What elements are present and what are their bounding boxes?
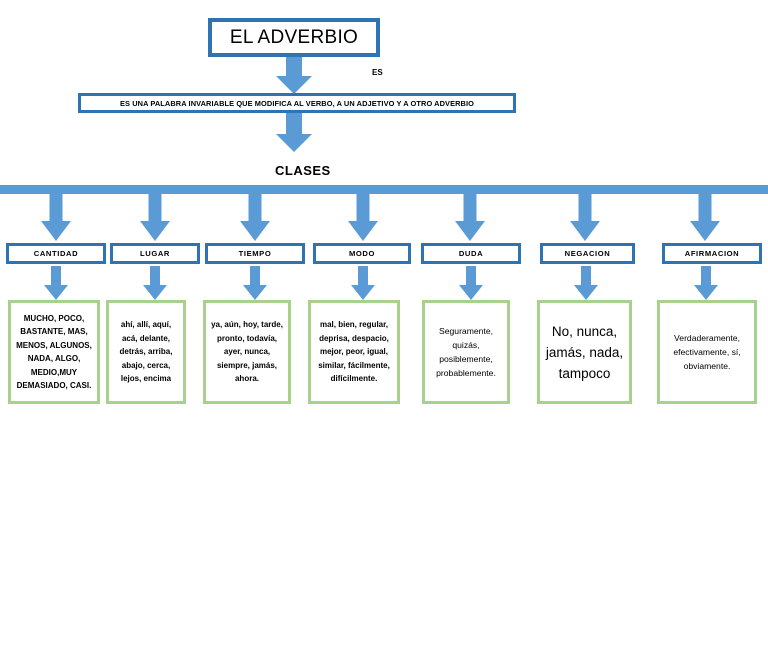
arrow-stem <box>248 193 262 222</box>
category-box-negacion[interactable]: NEGACION <box>540 243 635 264</box>
branch-arrow-tiempo <box>240 193 270 242</box>
arrow-head <box>44 285 68 300</box>
content-box-modo[interactable]: mal, bien, regular, deprisa, despacio, m… <box>308 300 400 404</box>
arrow-head <box>694 285 718 300</box>
content-box-afirmacion[interactable]: Verdaderamente, efectivamente, sí, obvia… <box>657 300 757 404</box>
arrow-stem <box>466 266 476 286</box>
category-box-duda[interactable]: DUDA <box>421 243 521 264</box>
arrow-stem <box>698 193 712 222</box>
arrow-stem <box>148 193 162 222</box>
arrow-head <box>140 221 170 241</box>
sub-arrow-tiempo <box>243 266 267 300</box>
category-box-cantidad[interactable]: CANTIDAD <box>6 243 106 264</box>
arrow-stem <box>150 266 160 286</box>
definition-box: ES UNA PALABRA INVARIABLE QUE MODIFICA A… <box>78 93 516 113</box>
content-text: mal, bien, regular, deprisa, despacio, m… <box>318 320 390 384</box>
category-label: CANTIDAD <box>33 249 79 258</box>
arrow-stem <box>463 193 477 222</box>
category-box-lugar[interactable]: LUGAR <box>110 243 200 264</box>
content-box-negacion[interactable]: No, nunca, jamás, nada, tampoco <box>537 300 632 404</box>
arrow-head <box>143 285 167 300</box>
branch-arrow-negacion <box>570 193 600 242</box>
sub-arrow-negacion <box>574 266 598 300</box>
category-label: TIEMPO <box>238 249 272 258</box>
category-box-tiempo[interactable]: TIEMPO <box>205 243 305 264</box>
sub-arrow-duda <box>459 266 483 300</box>
category-label: LUGAR <box>140 249 170 258</box>
category-box-afirmacion[interactable]: AFIRMACION <box>662 243 762 264</box>
sub-arrow-afirmacion <box>694 266 718 300</box>
branch-arrow-cantidad <box>41 193 71 242</box>
arrow-head <box>41 221 71 241</box>
content-box-duda[interactable]: Seguramente, quizás, posiblemente, proba… <box>422 300 510 404</box>
page-title: EL ADVERBIO <box>229 26 359 48</box>
sub-arrow-modo <box>351 266 375 300</box>
arrow-head <box>690 221 720 241</box>
content-text: No, nunca, jamás, nada, tampoco <box>545 323 624 381</box>
arrow-stem <box>581 266 591 286</box>
arrow-head <box>455 221 485 241</box>
arrow-head <box>240 221 270 241</box>
arrow-head <box>243 285 267 300</box>
arrow-stem <box>51 266 61 286</box>
content-box-tiempo[interactable]: ya, aún, hoy, tarde, pronto, todavía, ay… <box>203 300 291 404</box>
arrow-stem <box>578 193 592 222</box>
arrow-stem <box>250 266 260 286</box>
arrow-stem <box>356 193 370 222</box>
clases-distribution-bar <box>0 185 768 194</box>
branch-arrow-lugar <box>140 193 170 242</box>
arrow-stem <box>49 193 63 222</box>
title-box: EL ADVERBIO <box>208 18 380 57</box>
content-text: ahí, allí, aquí, acá, delante, detrás, a… <box>119 320 173 384</box>
category-box-modo[interactable]: MODO <box>313 243 411 264</box>
sub-arrow-cantidad <box>44 266 68 300</box>
arrow-head <box>348 221 378 241</box>
branch-arrow-modo <box>348 193 378 242</box>
content-box-lugar[interactable]: ahí, allí, aquí, acá, delante, detrás, a… <box>106 300 186 404</box>
arrow-head <box>570 221 600 241</box>
content-text: Verdaderamente, efectivamente, sí, obvia… <box>673 333 741 371</box>
category-label: NEGACION <box>564 249 611 258</box>
arrow-stem <box>358 266 368 286</box>
category-label: DUDA <box>458 249 484 258</box>
sub-arrow-lugar <box>143 266 167 300</box>
section-label-clases: CLASES <box>275 163 331 178</box>
content-text: ya, aún, hoy, tarde, pronto, todavía, ay… <box>211 320 283 384</box>
arrow-head <box>574 285 598 300</box>
arrow-head <box>351 285 375 300</box>
definition-text: ES UNA PALABRA INVARIABLE QUE MODIFICA A… <box>119 98 474 108</box>
arrow-stem <box>286 113 302 135</box>
category-label: AFIRMACION <box>684 249 740 258</box>
arrow-stem <box>286 57 302 77</box>
connector-label-es: ES <box>372 68 383 77</box>
arrow-head <box>459 285 483 300</box>
branch-arrow-duda <box>455 193 485 242</box>
category-label: MODO <box>348 249 376 258</box>
content-text: Seguramente, quizás, posiblemente, proba… <box>436 326 496 378</box>
arrow-head <box>276 76 312 94</box>
arrow-title-to-definition <box>276 57 312 94</box>
content-text: MUCHO, POCO, BASTANTE, MAS, MENOS, ALGUN… <box>16 313 92 391</box>
content-box-cantidad[interactable]: MUCHO, POCO, BASTANTE, MAS, MENOS, ALGUN… <box>8 300 100 404</box>
arrow-stem <box>701 266 711 286</box>
arrow-head <box>276 134 312 152</box>
branch-arrow-afirmacion <box>690 193 720 242</box>
arrow-definition-to-clases <box>276 113 312 153</box>
